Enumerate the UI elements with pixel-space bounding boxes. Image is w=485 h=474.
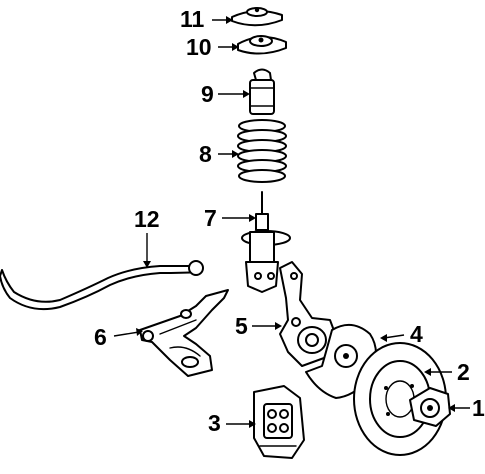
callout-4: 4	[410, 321, 423, 347]
part-strut	[241, 191, 291, 293]
callout-1: 1	[472, 395, 485, 421]
callout-9: 9	[201, 81, 214, 107]
part-stabilizer-bar	[0, 260, 204, 311]
part-bump-stop	[249, 68, 275, 115]
callout-8: 8	[199, 141, 212, 167]
callout-6: 6	[94, 324, 107, 350]
callout-7: 7	[204, 205, 217, 231]
part-strut-mount	[231, 7, 283, 27]
callout-2: 2	[457, 359, 470, 385]
callout-3: 3	[208, 410, 221, 436]
callout-10: 10	[186, 34, 212, 60]
callout-12: 12	[134, 206, 160, 232]
part-control-arm	[139, 289, 229, 377]
leader-lines	[113, 16, 470, 428]
part-brake-caliper	[253, 385, 305, 459]
callout-11: 11	[180, 6, 205, 32]
callout-5: 5	[235, 313, 248, 339]
part-bearing-plate	[237, 35, 287, 55]
part-wheel-hub	[409, 387, 451, 427]
part-coil-spring	[237, 119, 287, 183]
